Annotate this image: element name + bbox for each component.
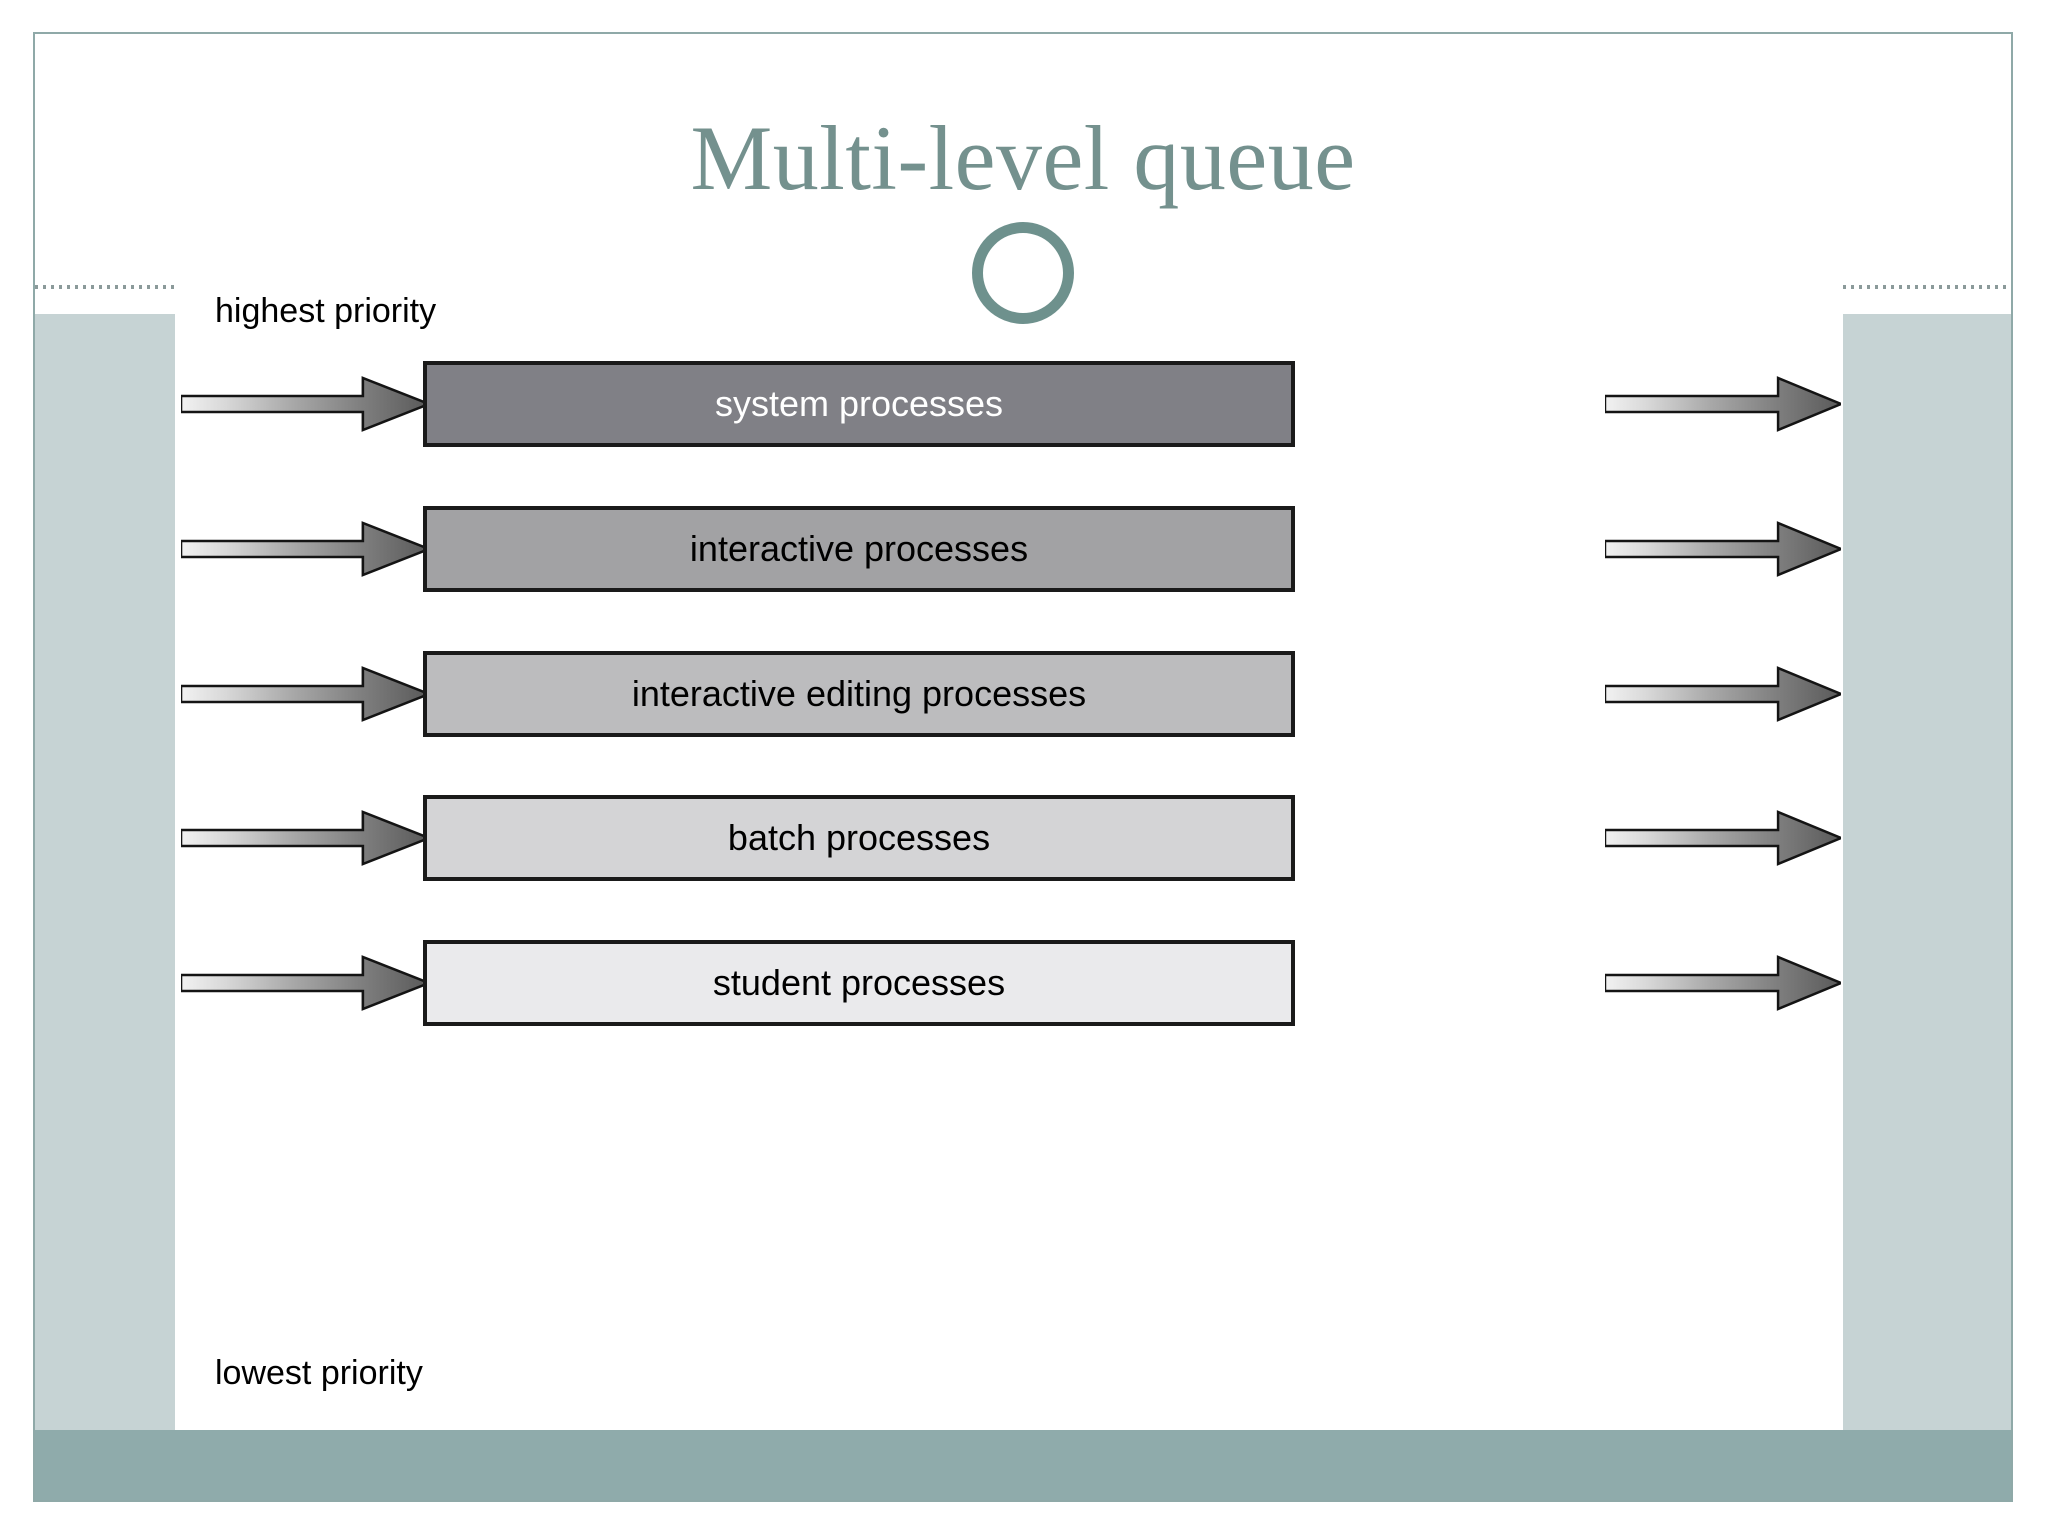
queue-box[interactable]: batch processes (423, 795, 1295, 881)
queue-label: interactive editing processes (631, 673, 1087, 714)
queue-label: interactive processes (689, 528, 1029, 569)
arrow-right-icon (1605, 955, 1841, 1011)
arrow-right-icon (181, 955, 429, 1011)
arrow-right-icon (181, 376, 429, 432)
arrow-right-icon (1605, 810, 1841, 866)
arrow-right-icon (181, 810, 429, 866)
queue-box[interactable]: student processes (423, 940, 1295, 1026)
queue-box[interactable]: interactive processes (423, 506, 1295, 592)
circle-ornament-icon (972, 222, 1074, 324)
arrow-right-icon (1605, 376, 1841, 432)
slide-canvas: Multi-level queue highest priority lowes… (33, 32, 2013, 1502)
queue-row: interactive processes (175, 501, 1843, 597)
queue-label: student processes (712, 962, 1006, 1003)
queue-row: student processes (175, 935, 1843, 1031)
queue-row: batch processes (175, 790, 1843, 886)
queue-box[interactable]: interactive editing processes (423, 651, 1295, 737)
queue-label: system processes (714, 383, 1004, 424)
queue-row: system processes (175, 356, 1843, 452)
highest-priority-label: highest priority (215, 292, 437, 330)
arrow-right-icon (1605, 521, 1841, 577)
queue-label: batch processes (727, 817, 991, 858)
lowest-priority-label: lowest priority (215, 1354, 423, 1392)
diagram-panel: highest priority lowest priority system … (175, 262, 1843, 1430)
arrow-right-icon (181, 521, 429, 577)
page-title: Multi-level queue (690, 107, 1356, 209)
queue-box[interactable]: system processes (423, 361, 1295, 447)
arrow-right-icon (1605, 666, 1841, 722)
arrow-right-icon (181, 666, 429, 722)
footer-band (35, 1430, 2011, 1500)
queue-row: interactive editing processes (175, 646, 1843, 742)
